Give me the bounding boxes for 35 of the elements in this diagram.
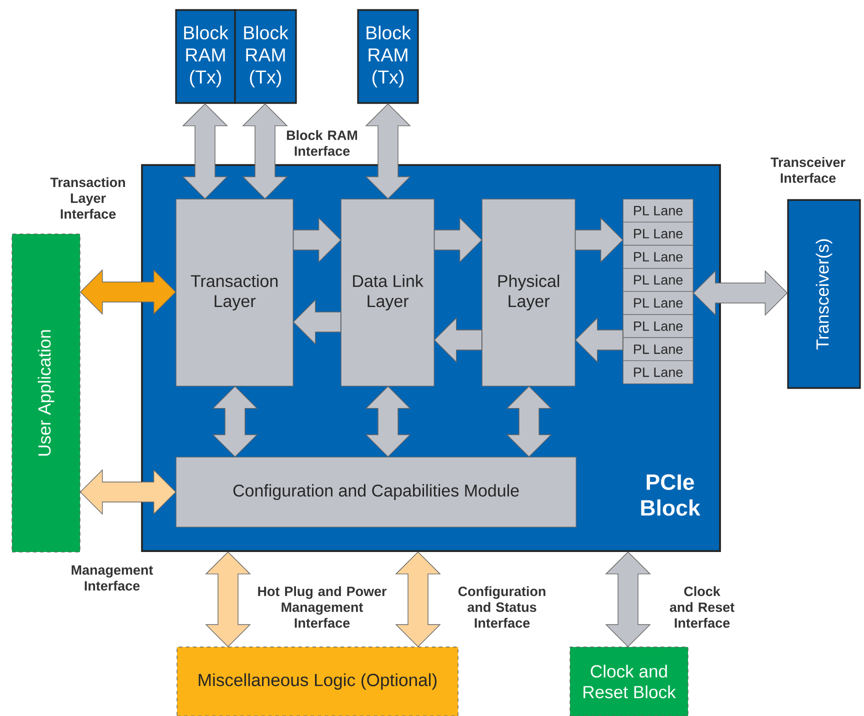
block-arrow [365,103,411,200]
interface-label: Block RAM Interface [286,130,358,156]
logic-box: Miscellaneous Logic (Optional) [176,646,458,716]
interface-label: Hot Plug and Power Management Interface [258,586,387,628]
block-arrow [293,217,342,263]
lane-box: PL Lane [622,337,694,362]
lane-box: PL Lane [622,222,694,246]
layer-box: Physical Layer [482,198,576,386]
block-arrow [575,217,624,263]
layer-box: Data Link Layer [340,198,434,386]
block-arrow [292,299,342,345]
interface-label: Clock and Reset Interface [670,586,734,628]
lane-box: PL Lane [622,198,694,222]
transceiver-box: Transceiver(s) [787,199,861,389]
application-box: User Application [12,234,80,552]
interface-label: Transceiver Interface [770,157,846,183]
interface-label: Management Interface [72,565,153,591]
lane-box: PL Lane [622,268,694,292]
module-box: Configuration and Capabilities Module [176,456,576,528]
block-ram-box: Block RAM (Tx) [175,9,236,104]
layer-box: Transaction Layer [176,198,294,386]
lane-box: PL Lane [622,314,694,338]
interface-label: Configuration and Status Interface [458,586,546,628]
lane-box: PL Lane [622,245,694,269]
block-arrow [434,317,482,363]
interface-label: Transaction Layer Interface [50,177,125,219]
block-arrow [574,317,624,363]
block-arrow [242,103,288,200]
lane-box: PL Lane [622,291,694,315]
lane-box: PL Lane [622,360,694,384]
clock-block-box: Clock and Reset Block [570,646,688,716]
block-ram-box: Block RAM (Tx) [357,9,419,104]
block-arrow [182,103,228,200]
block-arrow [434,217,482,263]
block-ram-box: Block RAM (Tx) [234,9,297,104]
